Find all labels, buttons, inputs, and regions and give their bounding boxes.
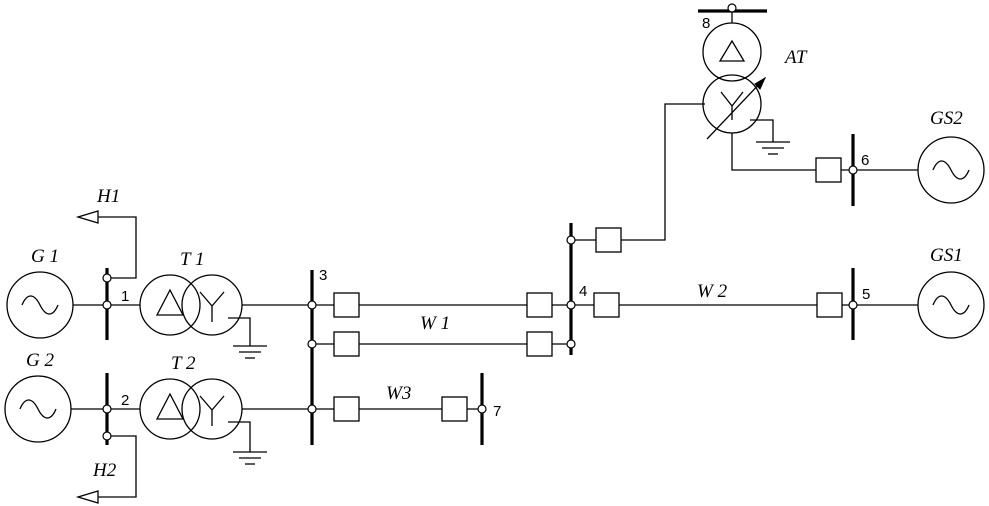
node-bus-4b <box>566 300 576 310</box>
node-h1 <box>102 273 112 283</box>
wire-bus4-at <box>575 103 705 241</box>
label-gs2: GS2 <box>930 108 963 129</box>
label-g1: G 1 <box>31 246 59 267</box>
node-bus-4c <box>566 339 576 349</box>
t1-ground-icon <box>233 345 267 359</box>
label-bus-7: 7 <box>493 403 501 420</box>
t1-ground-lead <box>228 317 251 346</box>
breaker-w1-c <box>526 292 553 318</box>
node-bus-8 <box>727 3 737 13</box>
generator-gs2 <box>917 136 985 204</box>
label-t2: T 2 <box>171 353 196 374</box>
node-bus-6 <box>848 165 858 175</box>
label-w2: W 2 <box>697 281 728 302</box>
breaker-bus4-at <box>595 227 622 253</box>
load-h1-arrow-icon <box>75 210 99 224</box>
label-bus-8: 8 <box>702 15 710 32</box>
node-bus-3c <box>307 404 317 414</box>
breaker-w3-b <box>441 396 468 422</box>
at-ground-lead <box>750 119 774 142</box>
t2-ground-icon <box>233 451 267 465</box>
label-t1: T 1 <box>180 249 204 270</box>
label-gs1: GS1 <box>930 245 963 266</box>
load-h1-line <box>98 216 137 279</box>
label-bus-3: 3 <box>319 267 327 284</box>
node-bus-7 <box>477 404 487 414</box>
label-bus-5: 5 <box>862 286 870 303</box>
label-g2: G 2 <box>26 350 54 371</box>
node-bus-4a <box>566 235 576 245</box>
breaker-w1-b <box>333 331 360 357</box>
breaker-at-bus6 <box>815 157 842 183</box>
node-h2 <box>102 431 112 441</box>
label-bus-2: 2 <box>121 392 129 409</box>
breaker-w1-d <box>526 331 553 357</box>
node-bus-3a <box>307 300 317 310</box>
transformer-t2 <box>139 378 243 440</box>
generator-gs1 <box>917 271 985 339</box>
node-bus-3b <box>307 339 317 349</box>
load-h2-arrow-icon <box>75 490 99 504</box>
label-bus-1: 1 <box>121 288 129 305</box>
label-bus-4: 4 <box>579 283 587 300</box>
label-h1: H1 <box>96 186 120 207</box>
node-bus-5 <box>848 300 858 310</box>
node-bus-2 <box>102 404 112 414</box>
label-at: AT <box>783 47 808 68</box>
breaker-w1-a <box>333 292 360 318</box>
autotransformer-at <box>702 22 767 140</box>
breaker-w2-a <box>593 292 620 318</box>
generator-g1 <box>6 271 74 339</box>
transformer-t1 <box>139 274 243 336</box>
breaker-w2-b <box>816 292 843 318</box>
node-bus-1 <box>102 300 112 310</box>
load-h2-line <box>98 435 137 498</box>
label-bus-6: 6 <box>861 152 869 169</box>
generator-g2 <box>4 375 72 443</box>
label-w1: W 1 <box>420 313 450 334</box>
label-w3: W3 <box>386 383 411 404</box>
breaker-w3-a <box>333 396 360 422</box>
at-ground-icon <box>756 141 790 155</box>
label-h2: H2 <box>92 460 117 481</box>
t2-ground-lead <box>228 421 251 452</box>
